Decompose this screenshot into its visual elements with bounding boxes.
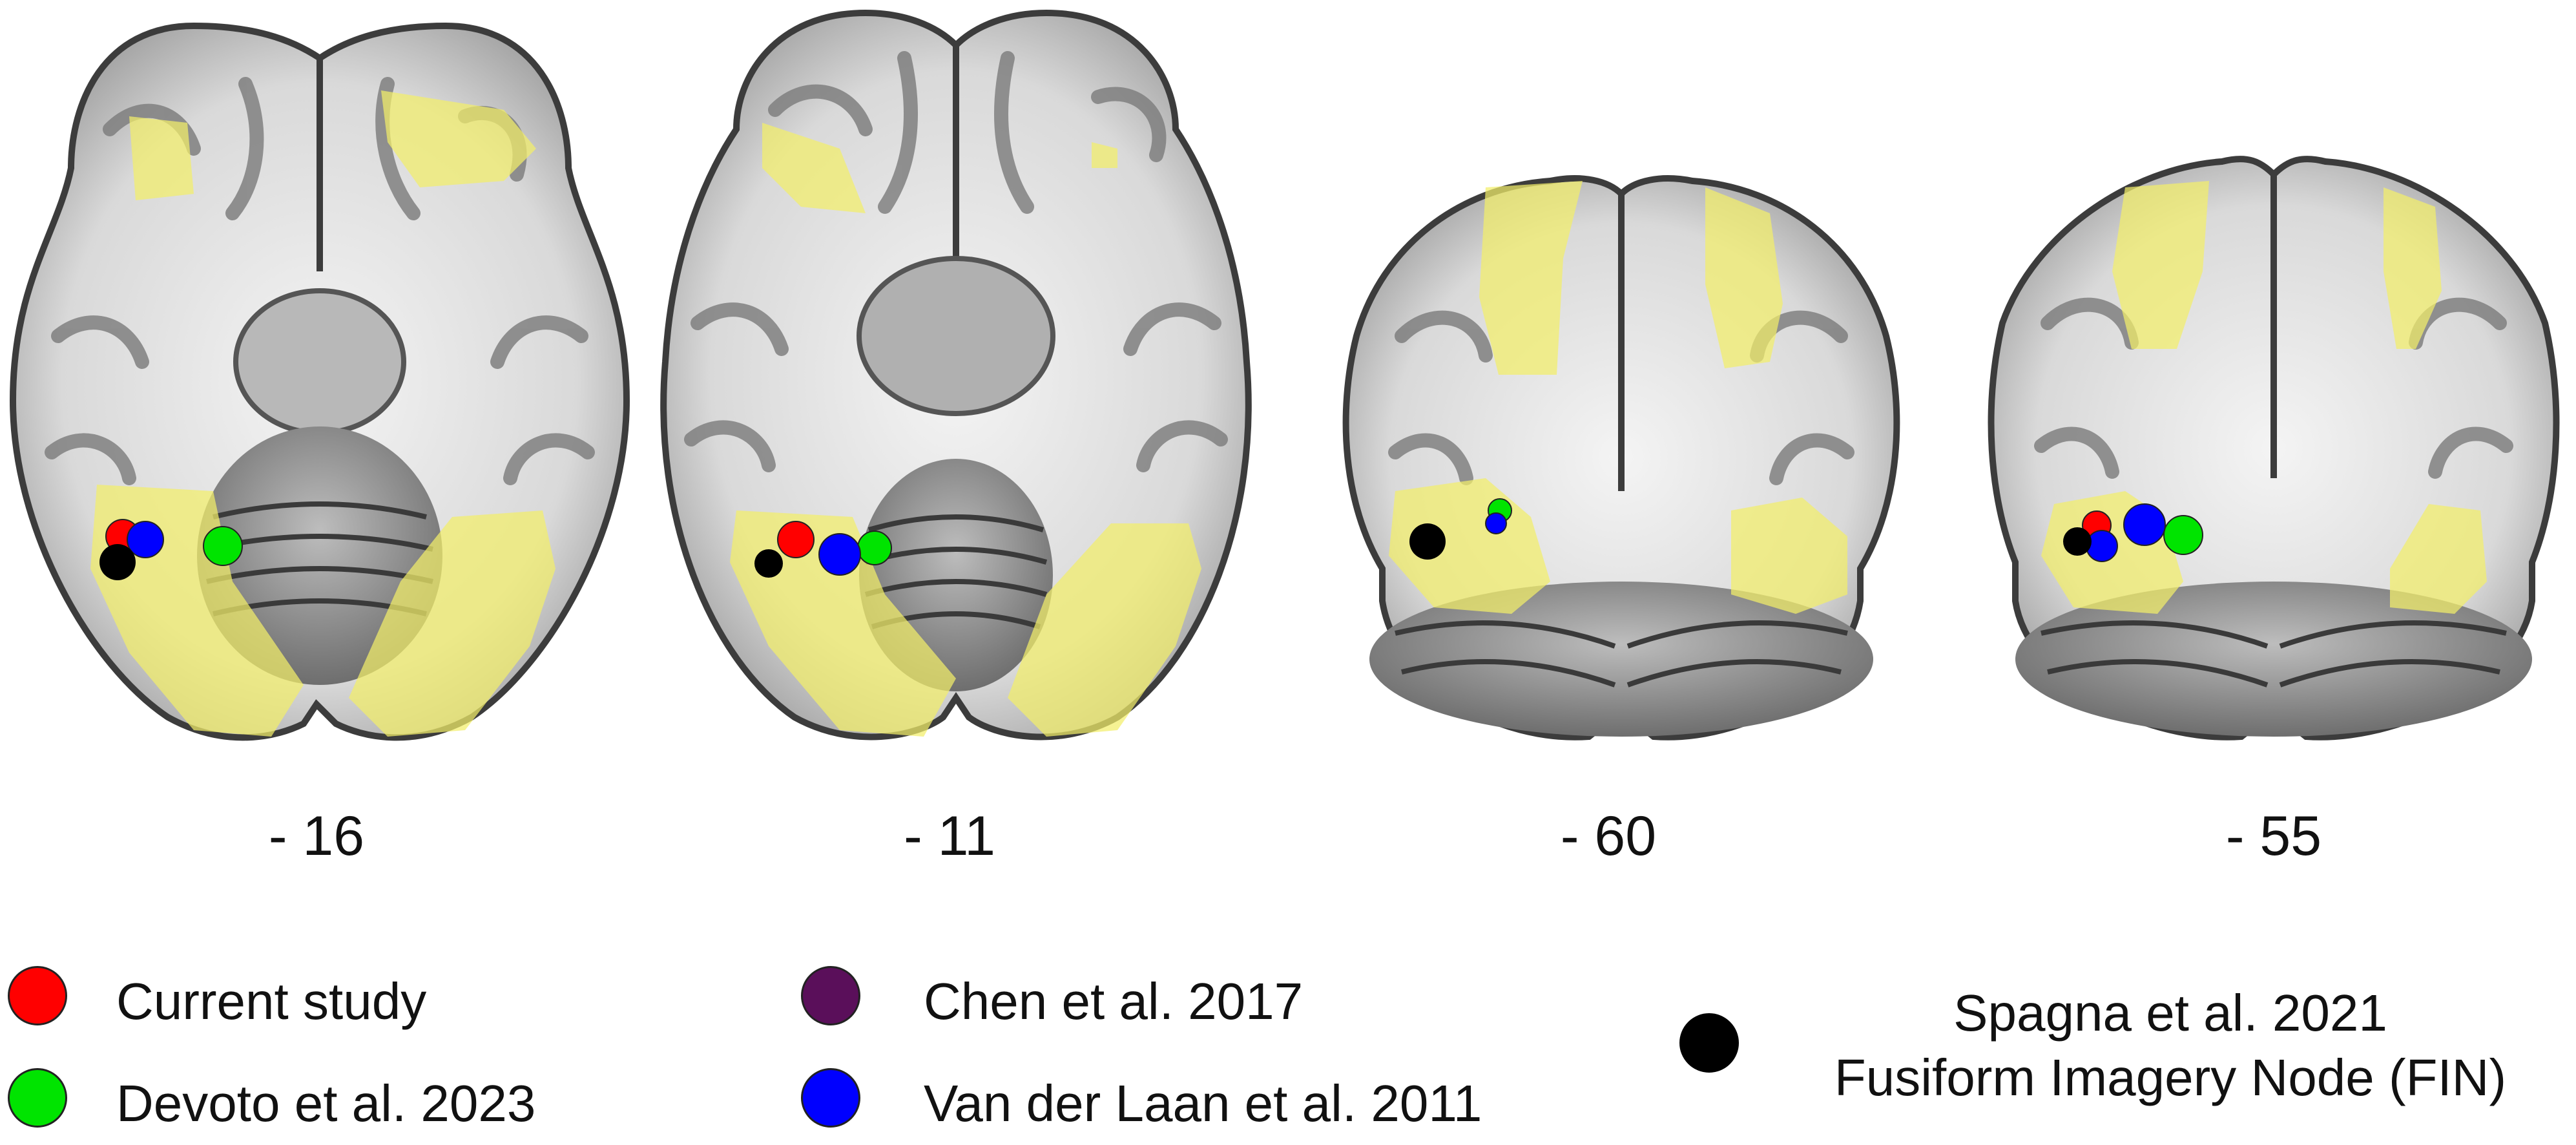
slice-label-3: - 60 [1560,805,1657,867]
slice-label-4: - 55 [2225,805,2322,867]
slice-label-2: - 11 [904,805,995,867]
legend-label-spagna-line2: Fusiform Imagery Node (FIN) [1834,1049,2507,1106]
legend-label-spagna-line1: Spagna et al. 2021 [1953,984,2387,1042]
legend-label-current-study: Current study [116,972,427,1030]
brain-slices-figure [9,9,2560,741]
legend-label-spagna: Spagna et al. 2021 Fusiform Imagery Node… [1770,981,2571,1110]
brain-slice-coronal-1 [1342,175,1900,741]
legend-marker-devoto [8,1068,67,1128]
legend-marker-current-study [8,966,67,1025]
brain-slice-axial-2 [660,9,1252,741]
legend-marker-chen [801,966,860,1025]
legend-label-van-der-laan: Van der Laan et al. 2011 [924,1075,1482,1132]
brain-slice-coronal-2 [1988,156,2560,741]
brain-slice-axial-1 [9,22,630,741]
legend-label-chen: Chen et al. 2017 [924,972,1304,1030]
legend-marker-van-der-laan [801,1068,860,1128]
legend-marker-spagna [1679,1013,1739,1073]
slice-label-1: - 16 [268,805,365,867]
legend-label-devoto: Devoto et al. 2023 [116,1075,536,1132]
